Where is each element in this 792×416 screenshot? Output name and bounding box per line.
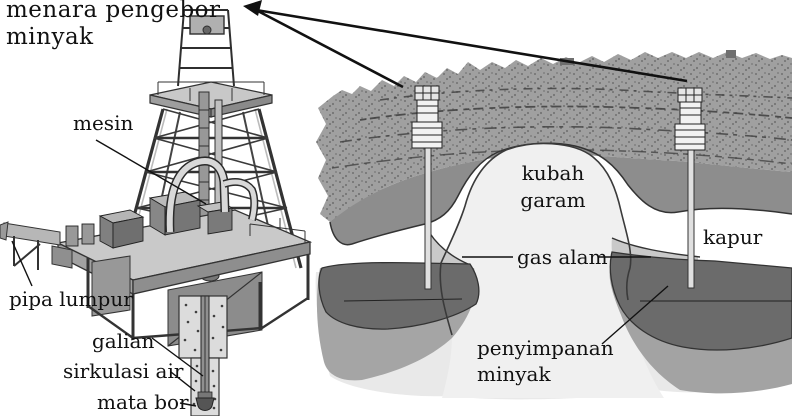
- label-menara-pengebor-minyak: menara pengebor minyak: [6, 0, 221, 51]
- derrick-illustration: [0, 9, 313, 416]
- salt-dome-shape: [440, 143, 664, 398]
- horizon-building: [726, 50, 736, 58]
- label-pipa-lumpur: pipa lumpur: [9, 287, 133, 311]
- label-line: minyak: [477, 362, 551, 386]
- tower-arrowhead: [243, 0, 262, 16]
- label-kubah-garam: kubah garam: [498, 160, 608, 214]
- label-mesin: mesin: [73, 111, 134, 135]
- surface-derrick-left: [411, 85, 443, 149]
- leader-lines: [11, 0, 688, 407]
- well-pipe-left: [424, 145, 432, 290]
- engine-machinery: [65, 191, 234, 249]
- label-galian: galian: [92, 329, 155, 353]
- label-line: menara pengebor: [6, 0, 221, 23]
- crown-frame: [177, 9, 235, 87]
- cross-section: [315, 50, 792, 400]
- label-sirkulasi-air: sirkulasi air: [63, 359, 184, 383]
- label-penyimpanan-minyak: penyimpanan minyak: [477, 335, 614, 387]
- casing-speckles: [183, 303, 225, 410]
- surface-derrick-right: [674, 87, 706, 151]
- label-line: garam: [520, 188, 586, 212]
- oil-reservoir-right: [609, 251, 792, 351]
- label-line: minyak: [6, 24, 94, 50]
- drill-bit: [195, 397, 215, 411]
- standpipe: [165, 156, 259, 233]
- label-line: penyimpanan: [477, 336, 614, 360]
- well-pipe-right: [687, 147, 695, 289]
- salt-dome-outline: [439, 142, 632, 336]
- mud-pipe: [0, 221, 73, 270]
- label-line: kubah: [521, 161, 585, 185]
- label-gas-alam: gas alam: [517, 245, 608, 269]
- label-kapur: kapur: [703, 225, 763, 249]
- label-mata-bor: mata bor: [97, 390, 189, 414]
- crown-deck: [149, 81, 273, 118]
